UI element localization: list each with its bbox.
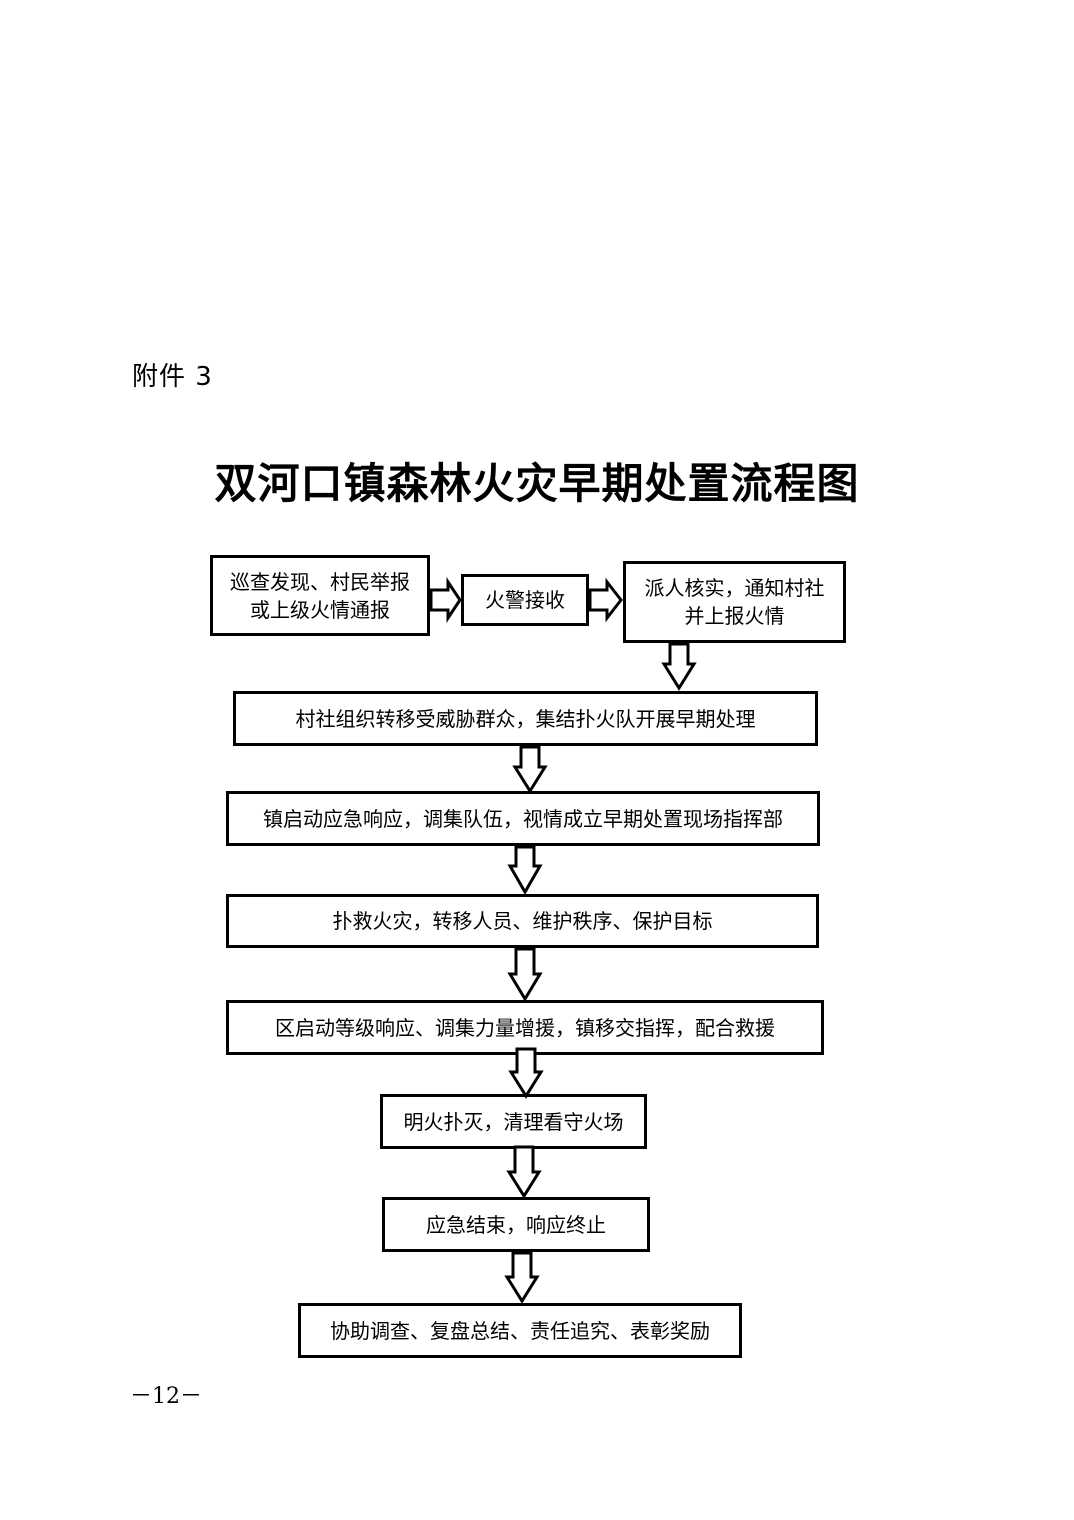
- mop-up-box: 明火扑灭，清理看守火场: [380, 1094, 647, 1149]
- suppress-box: 扑救火灾，转移人员、维护秩序、保护目标: [226, 894, 819, 948]
- verify-line2: 并上报火情: [684, 604, 785, 628]
- arrow-right-icon: [588, 577, 623, 623]
- end-response-text: 应急结束，响应终止: [426, 1212, 606, 1237]
- arrow-down-icon: [507, 947, 543, 1002]
- arrow-down-icon: [507, 845, 543, 896]
- alarm-receive-text: 火警接收: [485, 588, 565, 612]
- alarm-receive-box: 火警接收: [461, 574, 589, 626]
- arrow-down-icon: [512, 745, 548, 794]
- arrow-down-icon: [504, 1251, 540, 1304]
- district-response-box: 区启动等级响应、调集力量增援，镇移交指挥，配合救援: [226, 1000, 824, 1055]
- mop-up-text: 明火扑灭，清理看守火场: [403, 1109, 624, 1134]
- arrow-right-icon: [429, 577, 462, 623]
- verify-report-box: 派人核实，通知村社 并上报火情: [623, 561, 846, 643]
- town-response-text: 镇启动应急响应，调集队伍，视情成立早期处置现场指挥部: [263, 806, 783, 831]
- verify-line1: 派人核实，通知村社: [644, 576, 825, 600]
- town-response-box: 镇启动应急响应，调集队伍，视情成立早期处置现场指挥部: [226, 791, 820, 846]
- report-source-line1: 巡查发现、村民举报: [230, 569, 410, 594]
- report-source-line2: 或上级火情通报: [250, 597, 390, 622]
- arrow-down-icon: [506, 1145, 542, 1199]
- arrow-down-icon: [508, 1047, 544, 1099]
- page-number: －12－: [130, 1384, 202, 1409]
- suppress-text: 扑救火灾，转移人员、维护秩序、保护目标: [332, 909, 713, 933]
- district-response-text: 区启动等级响应、调集力量增援，镇移交指挥，配合救援: [275, 1015, 775, 1040]
- report-source-box: 巡查发现、村民举报 或上级火情通报: [210, 555, 430, 636]
- village-evacuate-text: 村社组织转移受威胁群众，集结扑火队开展早期处理: [295, 706, 756, 731]
- page-title: 双河口镇森林火灾早期处置流程图: [214, 459, 860, 508]
- village-evacuate-box: 村社组织转移受威胁群众，集结扑火队开展早期处理: [233, 691, 818, 746]
- end-response-box: 应急结束，响应终止: [382, 1197, 650, 1252]
- follow-up-text: 协助调查、复盘总结、责任追究、表彰奖励: [330, 1318, 710, 1343]
- arrow-down-icon: [661, 642, 697, 691]
- follow-up-box: 协助调查、复盘总结、责任追究、表彰奖励: [298, 1303, 742, 1358]
- attachment-label: 附件 3: [132, 362, 213, 392]
